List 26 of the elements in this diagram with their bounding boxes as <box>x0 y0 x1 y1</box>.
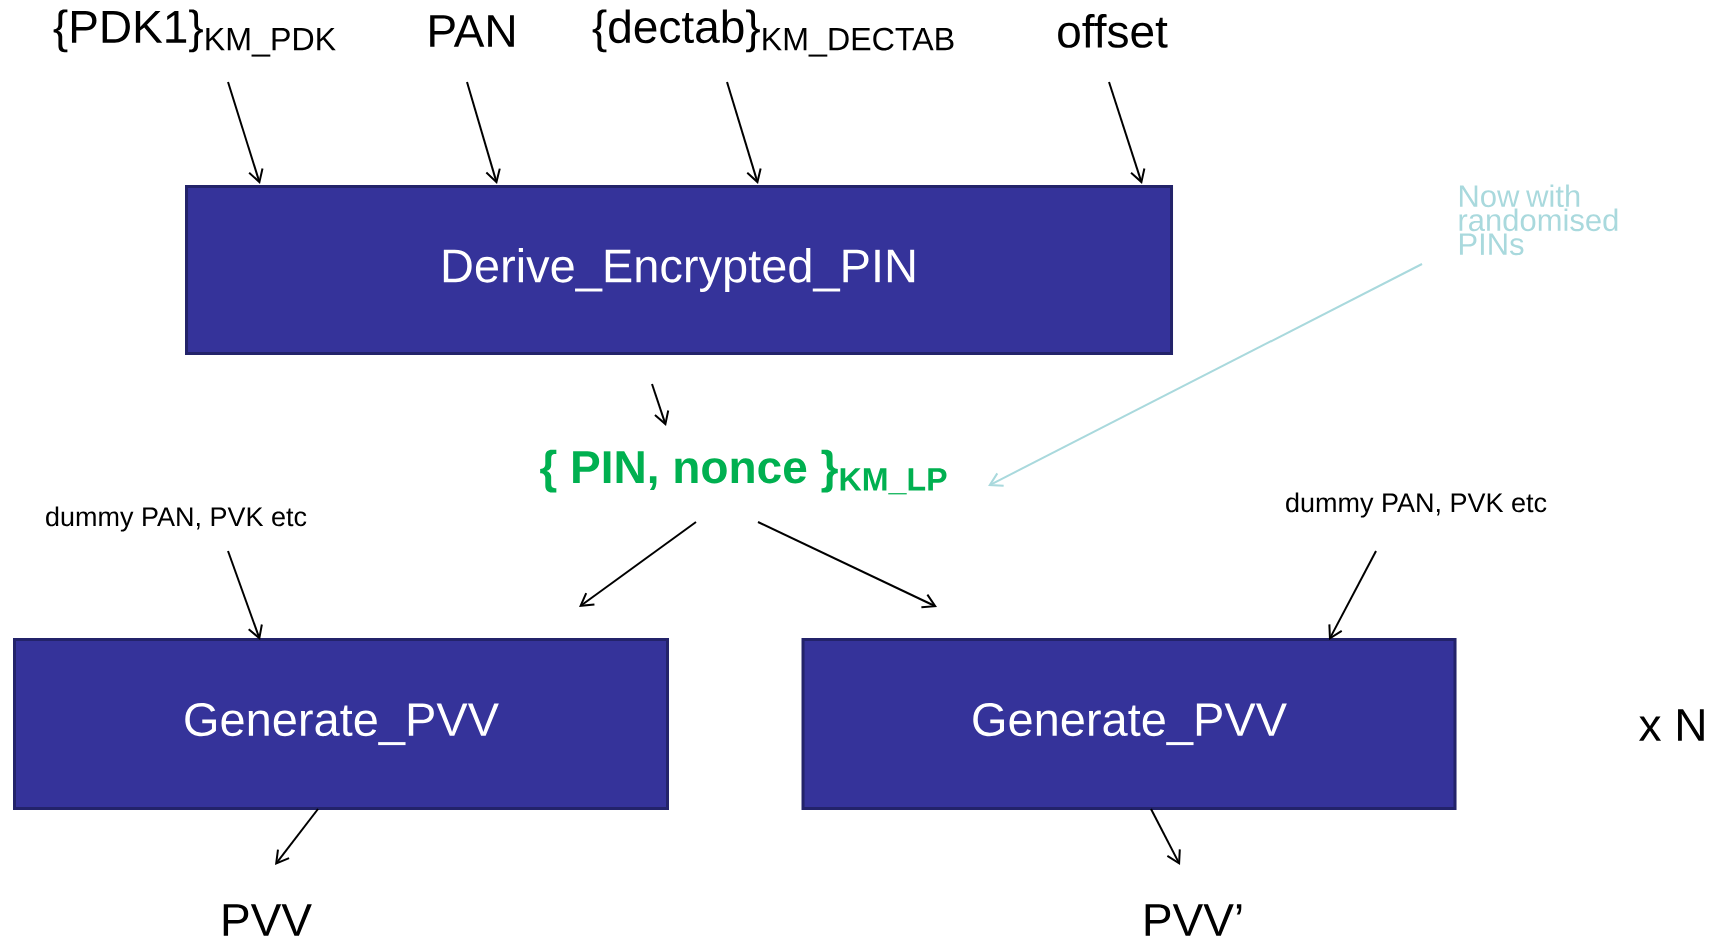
output-label: { PIN, nonce }$_{KM_LP}$ <box>540 449 947 495</box>
input-label: PVV’ <box>1145 904 1242 936</box>
process-box: Generate_PVV <box>13 638 669 810</box>
arrow <box>227 550 263 640</box>
multiplier-label: x N <box>1639 709 1704 741</box>
arrow <box>227 81 264 184</box>
process-box: Generate_PVV <box>801 638 1457 810</box>
input-label: PAN <box>430 15 514 47</box>
arrow <box>1328 550 1377 640</box>
arrow <box>1150 808 1181 865</box>
input-label: dummy PAN, PVK etc <box>1286 492 1547 518</box>
input-label: PVV <box>223 904 312 936</box>
input-label: dummy PAN, PVK etc <box>46 506 307 532</box>
arrow <box>1108 81 1146 184</box>
arrow <box>275 808 319 865</box>
input-label: offset <box>1058 14 1168 48</box>
arrow <box>651 383 670 426</box>
arrow <box>579 521 697 607</box>
arrow <box>988 263 1423 487</box>
arrow <box>757 521 937 609</box>
process-box: Derive_Encrypted_PIN <box>185 185 1173 355</box>
arrow <box>726 81 762 184</box>
note-text: Now with randomised PINs <box>1459 184 1618 256</box>
input-label: {PDK1}$_{KM_PDK}$ <box>53 9 336 57</box>
arrow <box>466 81 501 184</box>
input-label: {dectab}$_{KM_DECTAB}$ <box>592 9 954 57</box>
